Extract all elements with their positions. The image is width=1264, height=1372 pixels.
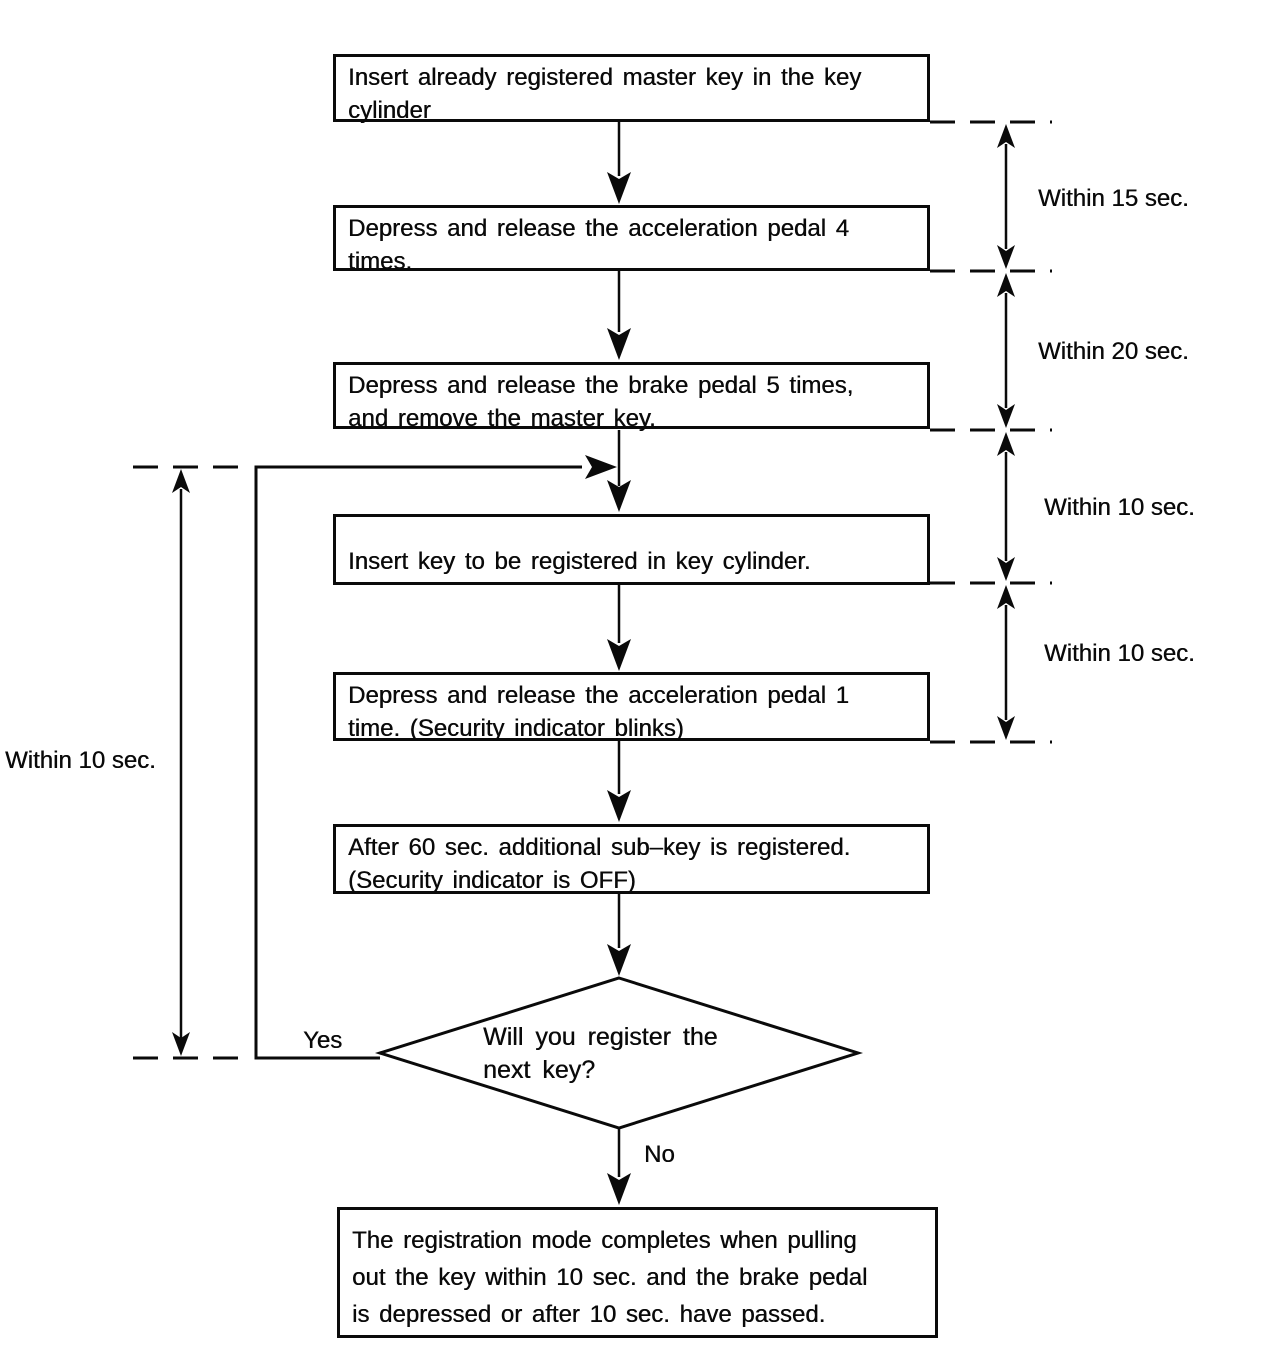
step-subkey-registered: After 60 sec. additional sub–key is regi…	[333, 824, 930, 894]
step-insert-key-to-register: Insert key to be registered in key cylin…	[333, 514, 930, 585]
step-text-line: is depressed or after 10 sec. have passe…	[352, 1301, 826, 1328]
step-text-line: Depress and release the acceleration ped…	[348, 215, 849, 242]
step-text-line: times.	[348, 248, 413, 275]
step-text-line: cylinder	[348, 97, 431, 124]
timing-label-within-10-sec: Within 10 sec.	[1044, 640, 1195, 667]
step-registration-complete: The registration mode completes when pul…	[337, 1207, 938, 1338]
yes-branch-label: Yes	[303, 1027, 343, 1054]
timing-label-within-10-sec: Within 10 sec.	[1044, 494, 1195, 521]
step-acceleration-pedal-1-time: Depress and release the acceleration ped…	[333, 672, 930, 742]
step-acceleration-pedal-4-times: Depress and release the acceleration ped…	[333, 205, 930, 275]
step-text-line: After 60 sec. additional sub–key is regi…	[348, 834, 851, 861]
left-timing-dimension	[133, 465, 252, 1060]
no-branch-label: No	[644, 1141, 675, 1168]
step-text-line: Depress and release the acceleration ped…	[348, 682, 849, 709]
right-timing-dimension	[930, 120, 1052, 744]
timing-label-within-20-sec: Within 20 sec.	[1038, 338, 1189, 365]
decision-register-next-key: Will you register the next key?	[483, 1021, 718, 1087]
timing-label-left-within-10-sec: Within 10 sec.	[5, 747, 156, 774]
step-text-line: and remove the master key.	[348, 405, 656, 432]
decision-text-line: Will you register the	[483, 1023, 718, 1051]
yes-loop	[254, 455, 617, 1060]
timing-label-within-15-sec: Within 15 sec.	[1038, 185, 1189, 212]
step-text-line: Depress and release the brake pedal 5 ti…	[348, 372, 854, 399]
step-brake-pedal-5-times: Depress and release the brake pedal 5 ti…	[333, 362, 930, 432]
decision-diamond	[374, 976, 864, 1130]
step-text-line: Insert key to be registered in key cylin…	[348, 548, 811, 575]
step-text-line: time. (Security indicator blinks)	[348, 715, 684, 742]
step-insert-master-key: Insert already registered master key in …	[333, 54, 930, 124]
decision-text-line: next key?	[483, 1056, 596, 1084]
flow-arrows	[607, 122, 631, 1205]
step-text-line: (Security indicator is OFF)	[348, 867, 636, 894]
step-text-line: out the key within 10 sec. and the brake…	[352, 1264, 868, 1291]
step-text-line: The registration mode completes when pul…	[352, 1227, 857, 1254]
step-text-line: Insert already registered master key in …	[348, 64, 862, 91]
